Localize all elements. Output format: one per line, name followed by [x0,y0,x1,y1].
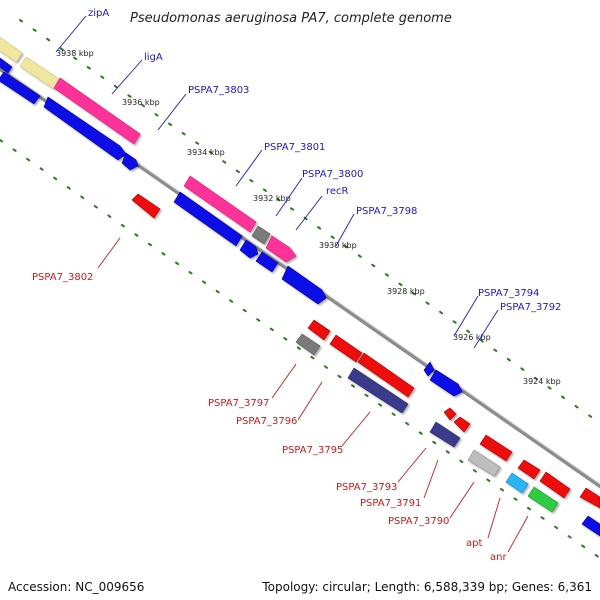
gene-PSPA7_3801[interactable] [183,175,257,233]
gene-forward-2[interactable] [0,71,41,105]
gene-apt[interactable] [505,472,529,494]
kbp-tick-label: 3928 kbp [387,287,425,296]
map-title: Pseudomonas aeruginosa PA7, complete gen… [130,11,452,26]
gene-reverse-7[interactable] [579,487,600,509]
gene-label-PSPA7_3796[interactable]: PSPA7_3796 [236,416,297,427]
gene-PSPA7_3802[interactable] [131,193,161,219]
kbp-tick-label: 3926 kbp [453,333,491,342]
gene-label-apt[interactable]: apt [466,538,482,549]
gene-PSPA7_3792[interactable] [429,369,463,397]
tick-ring-inner [0,139,600,559]
gene-forward-8[interactable] [581,515,600,537]
gene-label-zipA[interactable]: zipA [88,8,109,19]
gene-label-PSPA7_3793[interactable]: PSPA7_3793 [336,482,397,493]
gene-forward-5[interactable] [173,191,243,247]
gene-label-PSPA7_3791[interactable]: PSPA7_3791 [360,498,421,509]
kbp-tick-label: 3936 kbp [122,98,160,107]
forward-leader-lines [55,15,499,349]
gene-forward-1[interactable] [19,56,61,90]
gene-PSPA7_3794[interactable] [423,361,435,377]
gene-forward-7[interactable] [255,251,279,273]
gene-ligA[interactable] [53,77,141,145]
gene-PSPA7_3803[interactable] [0,57,13,74]
reverse-leader-lines [97,237,529,553]
gene-reverse-1[interactable] [307,319,331,341]
gene-label-PSPA7_3802[interactable]: PSPA7_3802 [32,272,93,283]
gene-reverse-6[interactable] [539,471,571,499]
gene-reverse-3[interactable] [453,416,471,433]
gene-label-anr[interactable]: anr [490,552,507,563]
gene-PSPA7_3795[interactable] [347,367,409,414]
gene-PSPA7_3800[interactable] [251,225,271,245]
gene-label-PSPA7_3797[interactable]: PSPA7_3797 [208,398,269,409]
gene-anr[interactable] [527,486,559,513]
gene-forward-6[interactable] [239,239,259,259]
kbp-tick-label: 3932 kbp [253,194,291,203]
forward-genes [0,32,600,537]
reverse-genes [131,193,600,513]
gene-PSPA7_3798[interactable] [281,265,327,305]
gene-label-recR[interactable]: recR [326,186,349,197]
gene-recR[interactable] [265,235,297,263]
gene-reverse-2[interactable] [357,352,415,398]
topology-text: Topology: circular; Length: 6,588,339 bp… [262,580,592,594]
gene-label-ligA[interactable]: ligA [144,52,163,63]
gene-PSPA7_3796[interactable] [329,334,363,363]
kbp-tick-label: 3930 kbp [319,241,357,250]
gene-forward-3[interactable] [43,96,127,161]
kbp-tick-label: 3938 kbp [56,49,94,58]
tick-ring-outer [19,19,600,424]
gene-forward-4[interactable] [121,152,139,171]
gene-reverse-4[interactable] [479,434,513,462]
gene-PSPA7_3793[interactable] [443,407,457,421]
kbp-tick-label: 3924 kbp [523,377,561,386]
gene-label-PSPA7_3803[interactable]: PSPA7_3803 [188,85,249,96]
gene-label-PSPA7_3798[interactable]: PSPA7_3798 [356,206,417,217]
gene-label-PSPA7_3790[interactable]: PSPA7_3790 [388,516,449,527]
kbp-tick-label: 3934 kbp [187,148,225,157]
gene-zipA[interactable] [0,32,23,63]
accession-text: Accession: NC_009656 [8,580,145,594]
gene-label-PSPA7_3801[interactable]: PSPA7_3801 [264,142,325,153]
gene-label-PSPA7_3792[interactable]: PSPA7_3792 [500,302,561,313]
gene-label-PSPA7_3800[interactable]: PSPA7_3800 [302,169,363,180]
gene-PSPA7_3791[interactable] [429,421,461,448]
gene-PSPA7_3790[interactable] [467,449,501,477]
gene-label-PSPA7_3794[interactable]: PSPA7_3794 [478,288,539,299]
gene-label-PSPA7_3795[interactable]: PSPA7_3795 [282,445,343,456]
gene-PSPA7_3797[interactable] [295,333,321,356]
gene-reverse-5[interactable] [517,459,541,480]
